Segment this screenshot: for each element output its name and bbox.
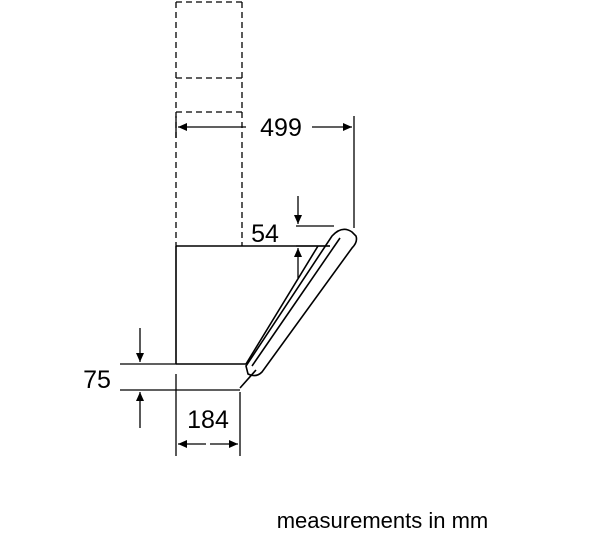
units-caption: measurements in mm <box>276 508 489 533</box>
dimension-184 <box>175 374 241 456</box>
dimension-54-label: 54 <box>251 220 279 248</box>
dimension-75-label: 75 <box>83 366 111 394</box>
dimension-184-label: 184 <box>187 406 229 434</box>
dimension-499 <box>175 116 355 228</box>
dimension-54 <box>294 196 334 278</box>
dimension-499-label: 499 <box>260 114 302 142</box>
hood-body <box>175 228 358 389</box>
dimension-75 <box>120 328 240 428</box>
chimney-outline <box>175 1 243 246</box>
